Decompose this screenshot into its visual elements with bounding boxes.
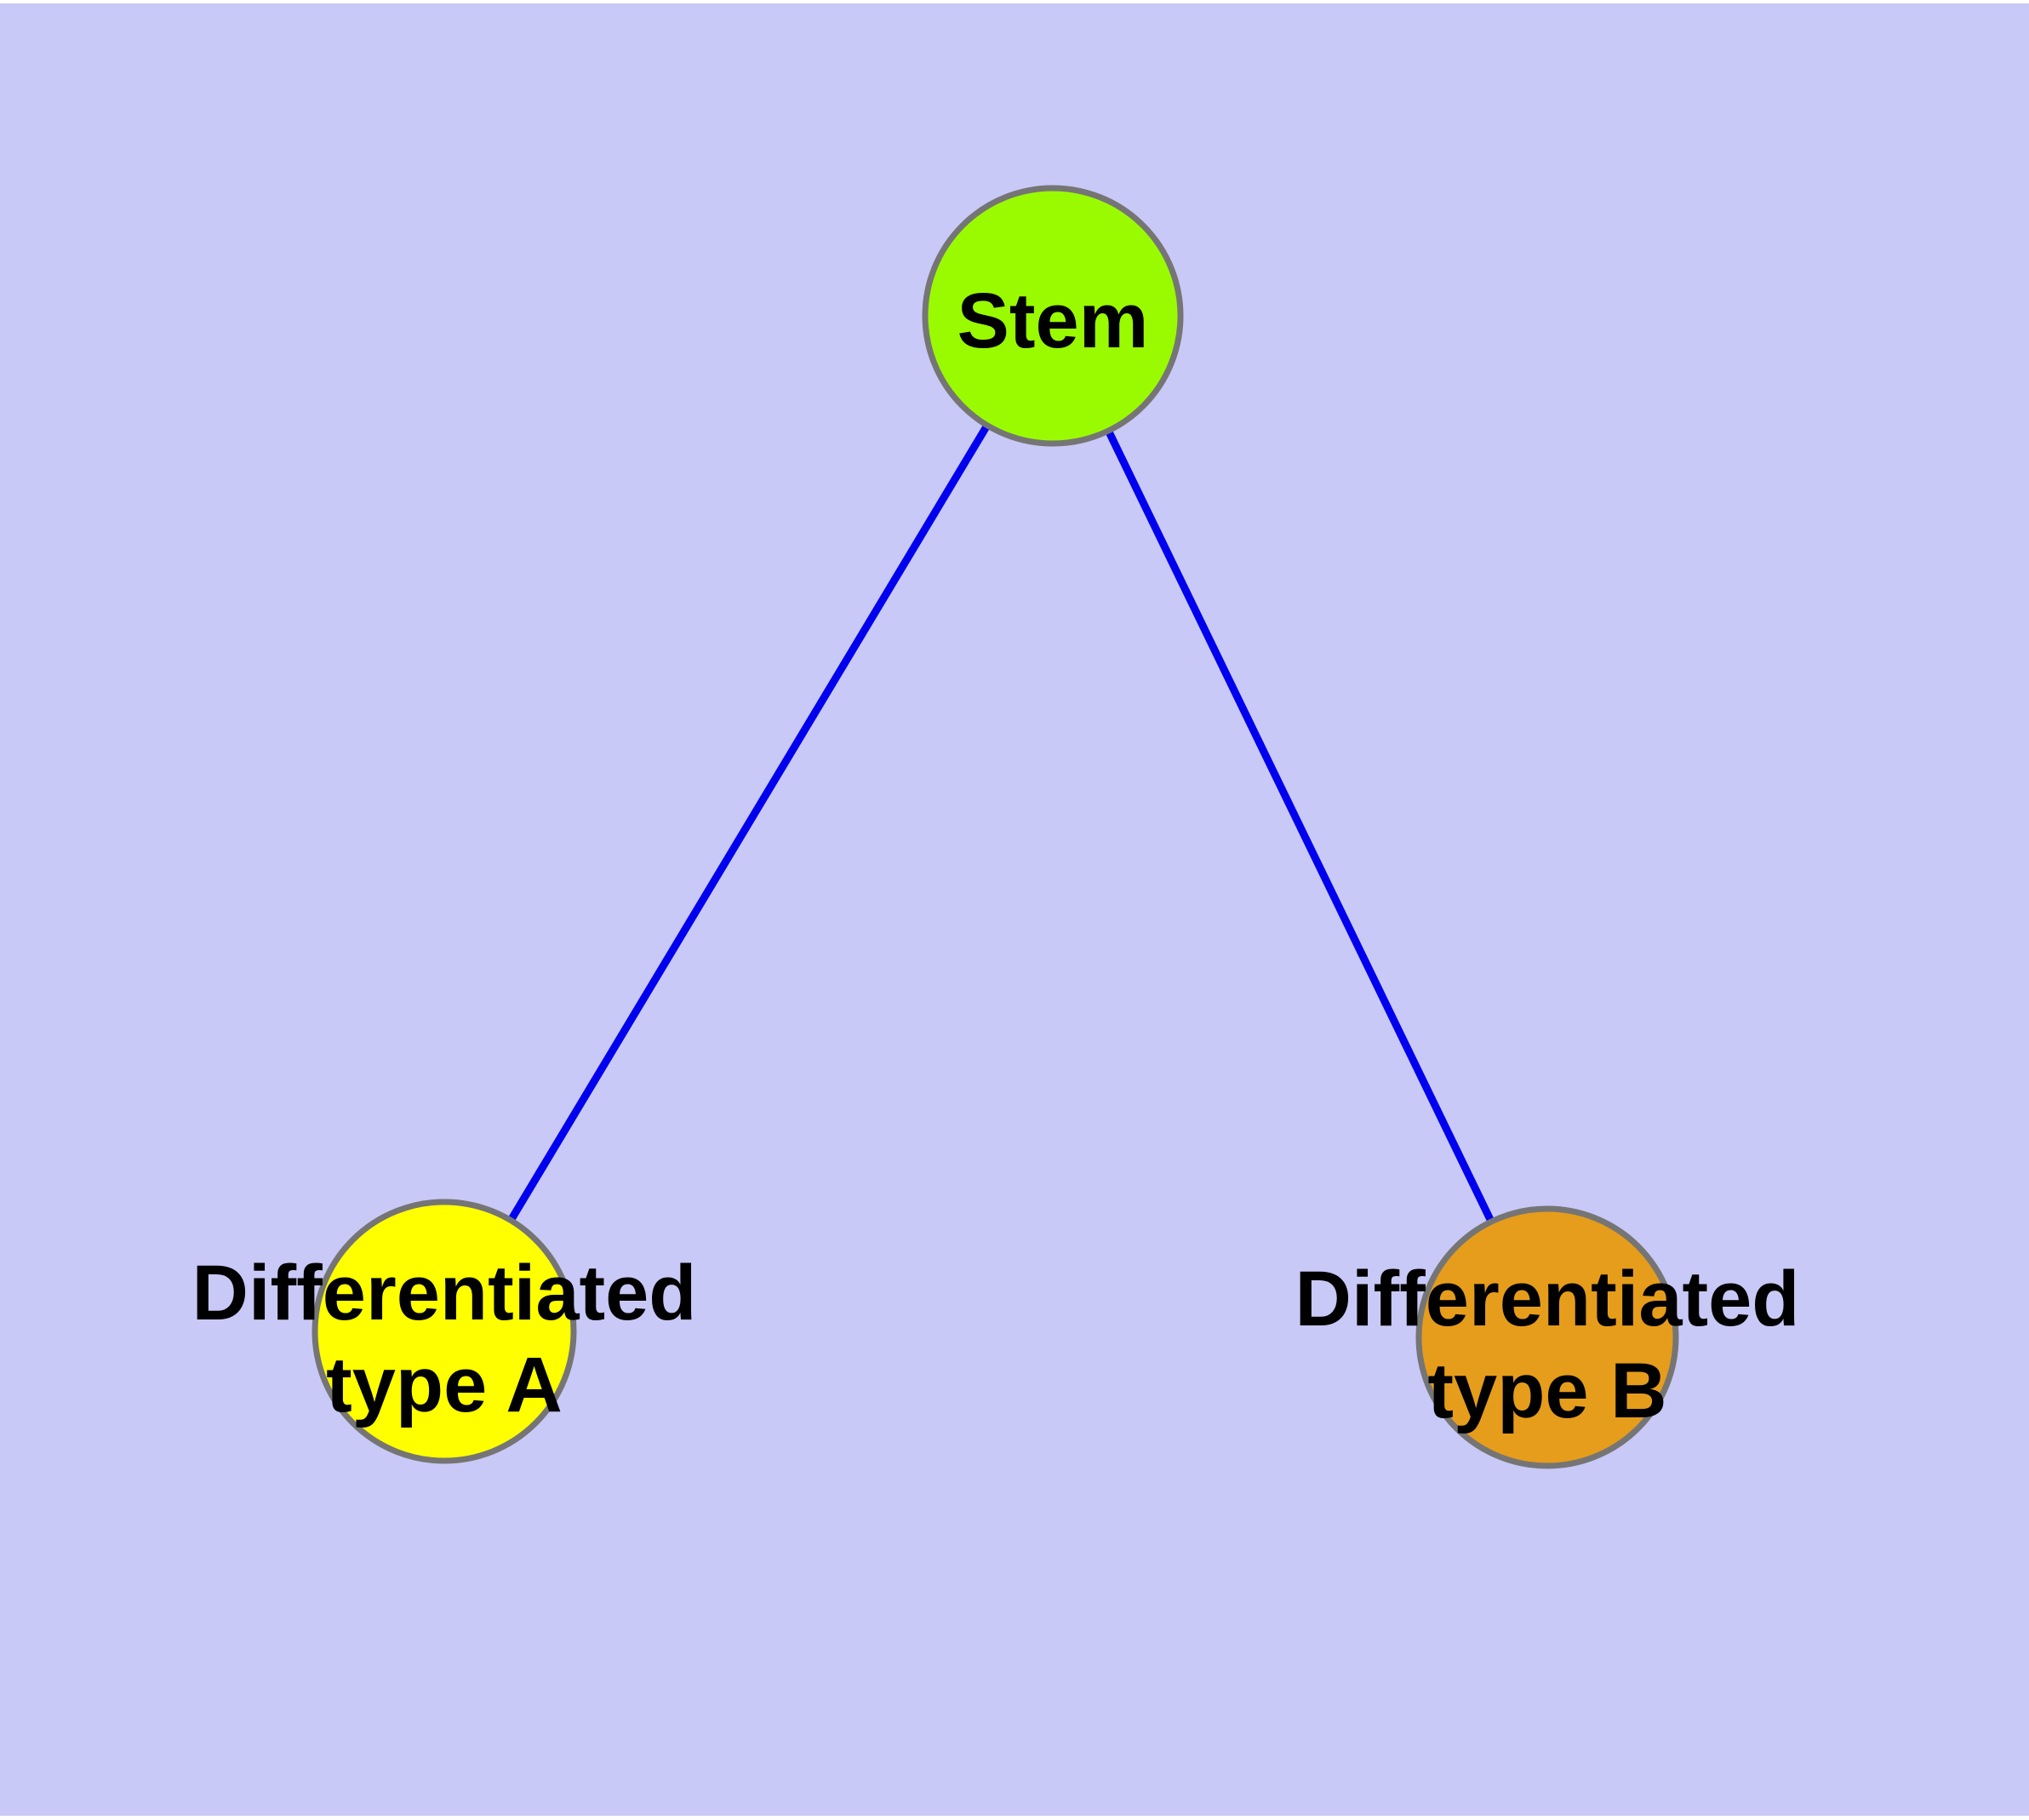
edges: [441, 313, 1552, 1339]
node-differentiated-type-b-label-line1: Differentiated: [1295, 1256, 1800, 1342]
node-differentiated-type-b-label-line2: type B: [1427, 1348, 1666, 1434]
node-differentiated-type-a-label-line1: Differentiated: [192, 1250, 697, 1336]
node-stem-label: Stem: [957, 278, 1149, 364]
node-differentiated-type-a-label-line2: type A: [326, 1342, 563, 1428]
node-stem-circle: [922, 185, 1184, 447]
node-differentiated-type-b: Differentiated type B: [1295, 1205, 1800, 1469]
node-differentiated-type-a: Differentiated type A: [192, 1199, 697, 1464]
edge-stem-to-type-a: [441, 313, 1056, 1334]
node-differentiated-type-b-circle: [1415, 1205, 1679, 1469]
node-differentiated-type-a-circle: [311, 1199, 577, 1464]
edge-stem-to-type-b: [1049, 314, 1552, 1339]
node-stem: Stem: [922, 185, 1184, 447]
